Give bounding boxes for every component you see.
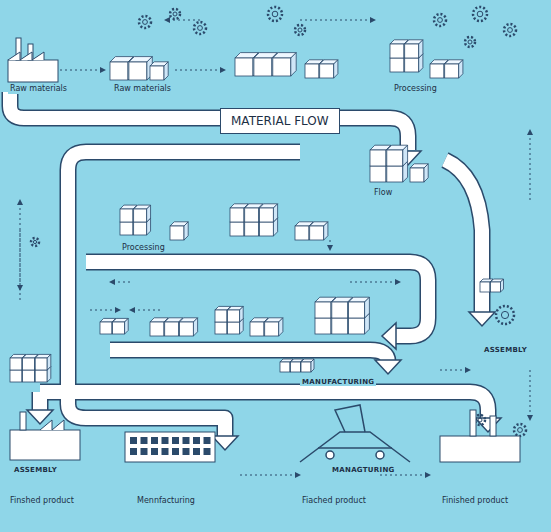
crate — [228, 306, 244, 322]
gear — [268, 7, 282, 21]
crate — [129, 57, 152, 80]
band-fill — [33, 392, 47, 412]
crate — [273, 53, 296, 76]
window — [172, 437, 179, 444]
crate — [405, 40, 423, 58]
stage-label: Raw materials — [8, 84, 69, 94]
crate-stack — [10, 40, 504, 382]
window — [204, 437, 211, 444]
band-fill — [110, 350, 388, 362]
band-outline — [110, 350, 388, 362]
crate — [265, 318, 283, 336]
band-fill — [40, 392, 488, 420]
title-box: MATERIAL FLOW — [220, 108, 340, 134]
crate — [387, 145, 408, 166]
stage-label: Finished product — [440, 496, 510, 506]
crate — [320, 60, 338, 78]
stage-label: Processing — [392, 84, 439, 94]
band-arrowhead — [375, 360, 401, 374]
crate — [134, 205, 151, 222]
crate — [170, 222, 188, 240]
window — [193, 448, 200, 455]
band-fill — [445, 160, 482, 312]
window — [141, 437, 148, 444]
gear — [295, 25, 305, 35]
window — [141, 448, 148, 455]
band-fill — [86, 262, 428, 336]
band-outline — [445, 160, 482, 312]
band-outline — [32, 392, 49, 412]
gear-icon — [31, 7, 526, 436]
stage-label: Finshed product — [8, 496, 76, 506]
stage-label: ASSEMBLY — [12, 466, 59, 474]
band-outline — [10, 92, 408, 150]
stage-label: Flow — [372, 188, 394, 198]
stage-label: Mennfacturing — [135, 496, 197, 506]
crate — [259, 204, 277, 222]
crate — [35, 354, 51, 370]
gear — [504, 24, 516, 36]
window — [151, 437, 158, 444]
crate — [410, 164, 428, 182]
window — [172, 448, 179, 455]
gear — [496, 306, 514, 324]
window — [151, 448, 158, 455]
crate — [349, 297, 370, 318]
window — [183, 437, 190, 444]
gear — [465, 37, 475, 47]
conveyor-machine — [300, 405, 410, 462]
window — [130, 437, 137, 444]
crate — [445, 60, 463, 78]
crate — [179, 318, 197, 336]
band-arrowhead — [469, 312, 495, 326]
flow-band — [10, 92, 488, 438]
stage-label: Fiached product — [300, 496, 368, 506]
band-arrowhead — [212, 436, 238, 450]
window — [183, 448, 190, 455]
window — [162, 448, 169, 455]
stage-label: Processing — [120, 243, 167, 253]
stage-label: MANUFACTURING — [300, 378, 376, 386]
window — [162, 437, 169, 444]
window — [204, 448, 211, 455]
gear — [434, 14, 446, 26]
crate — [113, 318, 129, 334]
stage-label: Raw materials — [112, 84, 173, 94]
crate — [150, 62, 168, 80]
gear — [194, 22, 206, 34]
gear — [514, 424, 526, 436]
gear — [170, 9, 180, 19]
crate — [491, 279, 504, 292]
dotted-arrow — [20, 20, 530, 475]
band-arrowhead — [382, 323, 396, 349]
window-grid — [130, 437, 211, 455]
gear — [139, 16, 151, 28]
gear — [31, 238, 39, 246]
window — [193, 437, 200, 444]
stage-label: MANAGTURING — [330, 466, 397, 474]
window — [130, 448, 137, 455]
band-outline — [86, 262, 428, 336]
stage-label: ASSEMBLY — [482, 346, 529, 354]
band-fill — [10, 92, 408, 150]
gear — [473, 7, 487, 21]
factory-building — [8, 38, 520, 462]
band-arrowhead — [27, 151, 501, 450]
crate — [301, 359, 314, 372]
crate — [310, 222, 328, 240]
